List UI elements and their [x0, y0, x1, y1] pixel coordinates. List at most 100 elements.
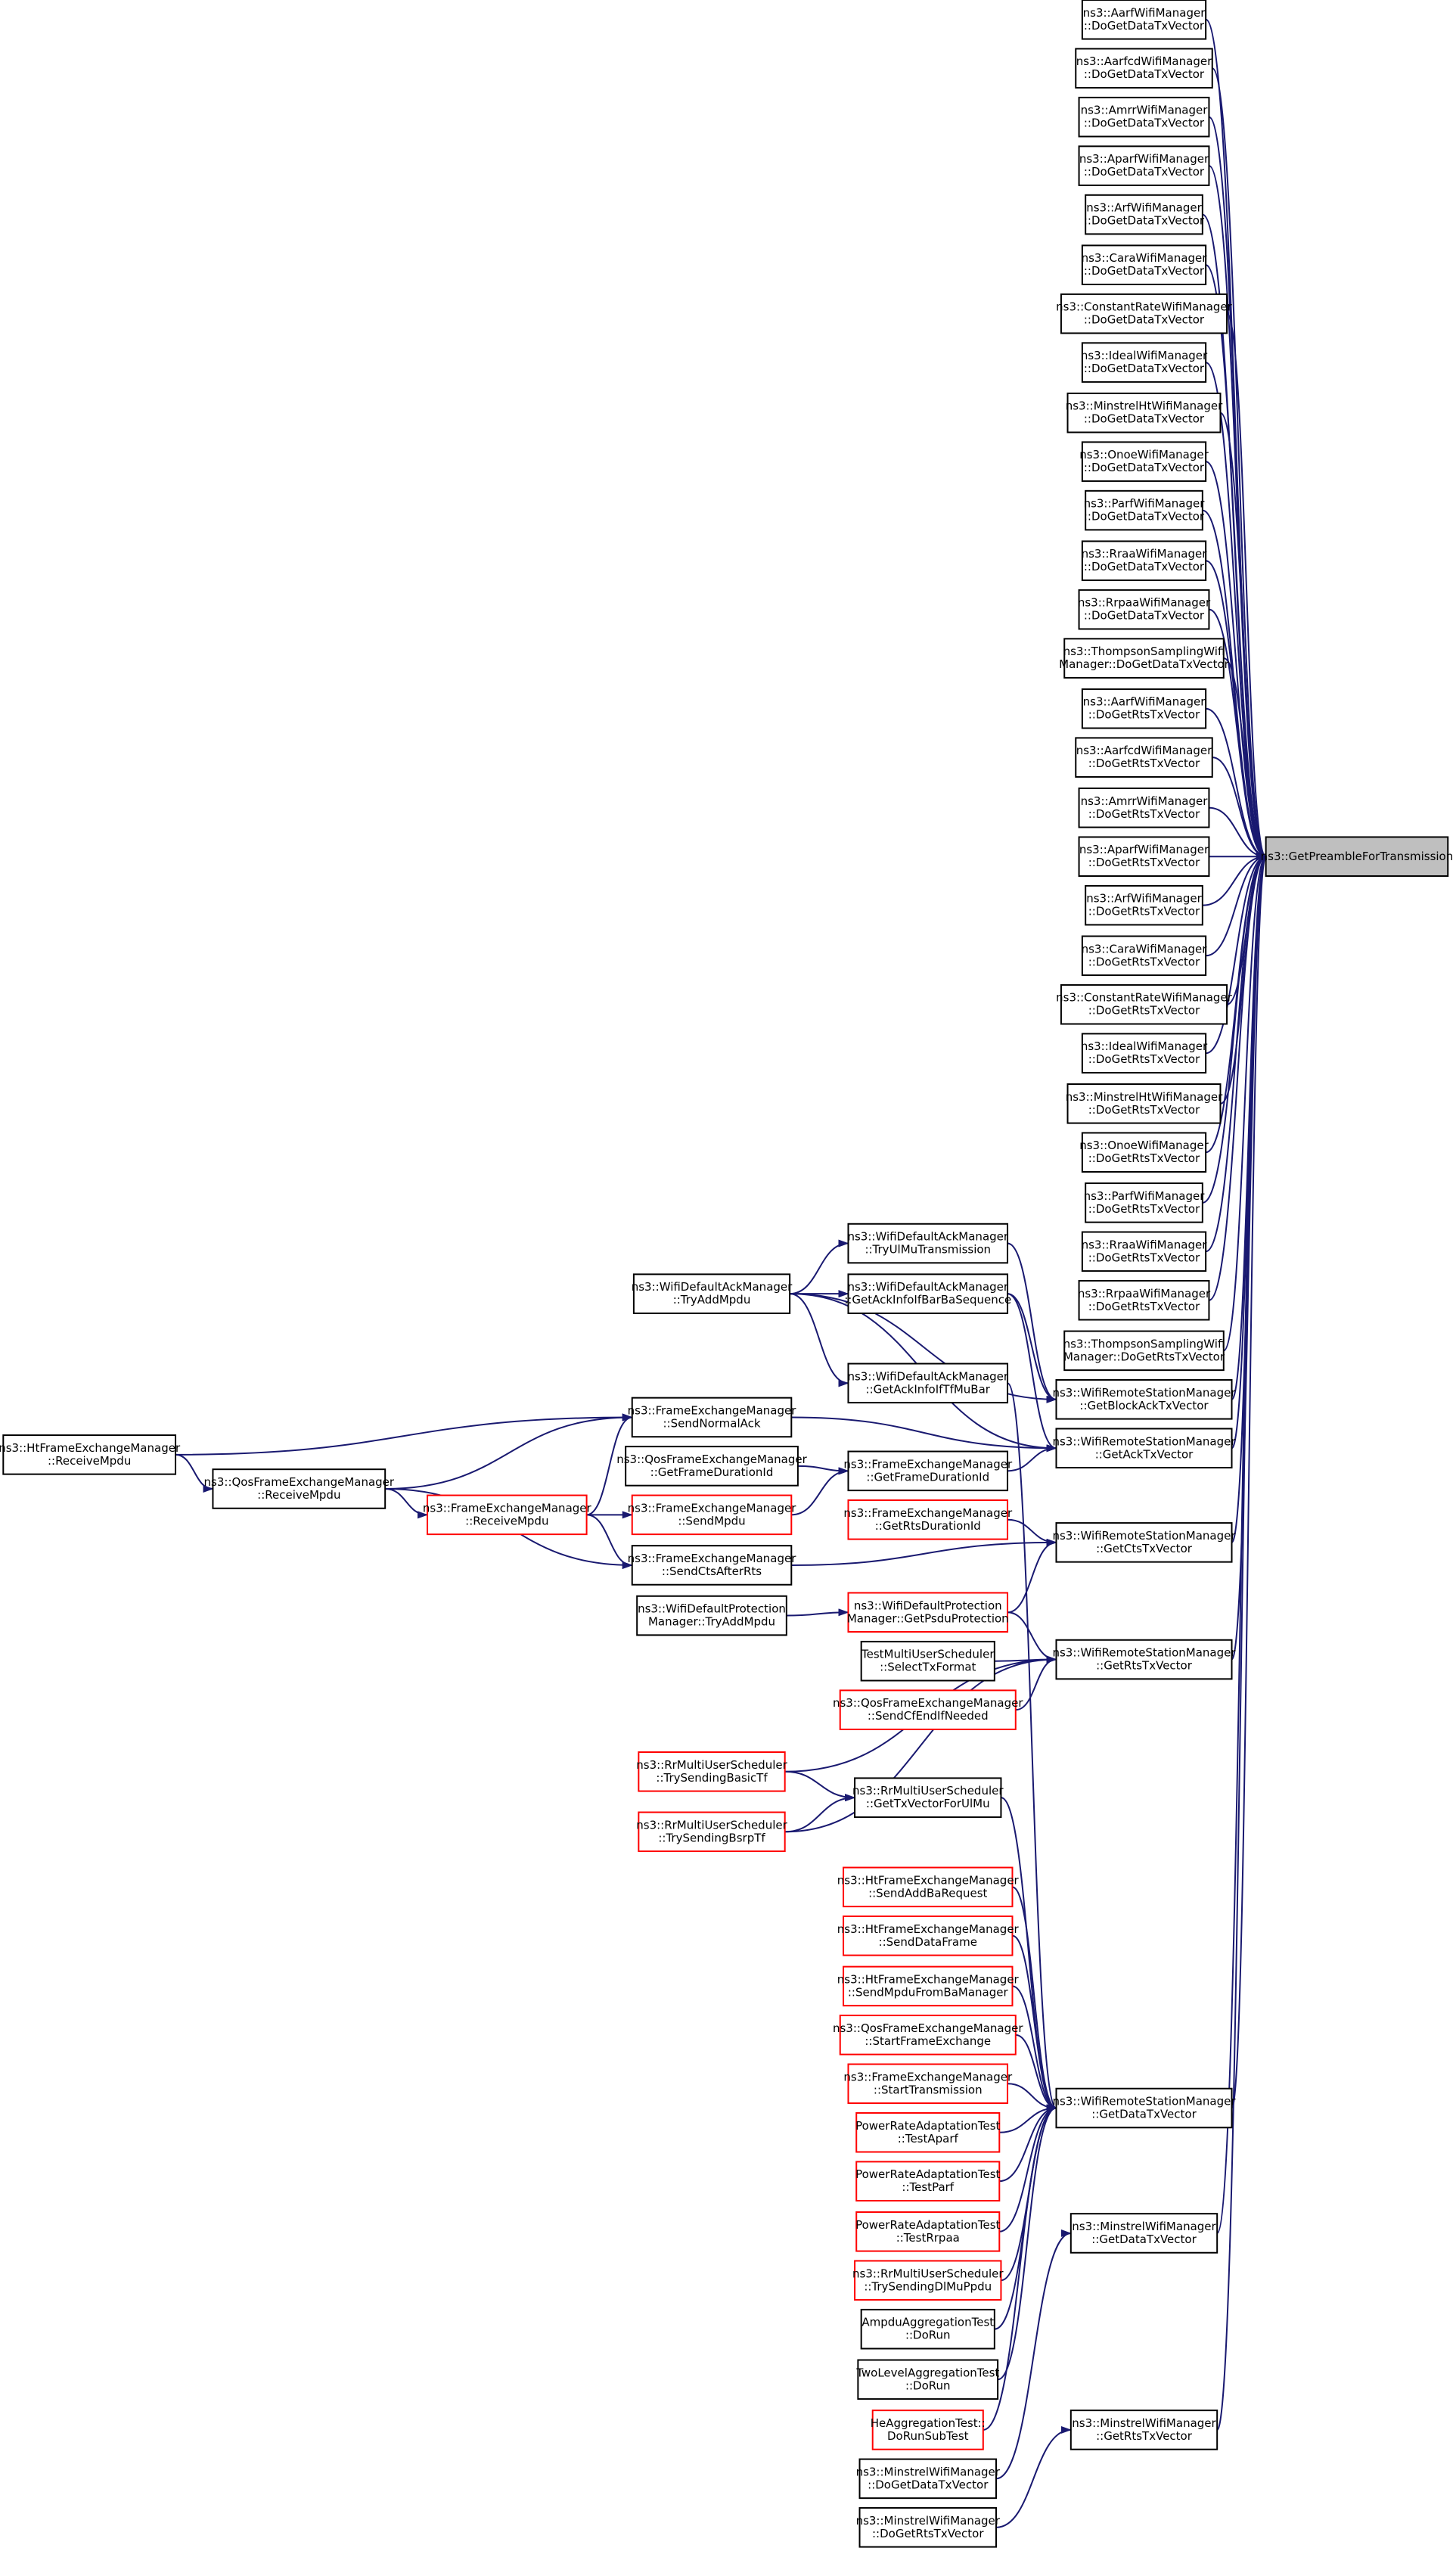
node-box: [1081, 1132, 1207, 1173]
edge-wdp_getpsdu-to-wrsm_rts: [1007, 1611, 1057, 1664]
node-prat-rrpaa[interactable]: PowerRateAdaptationTest::TestRrpaa: [855, 2211, 1001, 2252]
node-rraa-data[interactable]: ns3::RraaWifiManager::DoGetDataTxVector: [1082, 540, 1208, 581]
node-box: [860, 1640, 995, 1682]
node-label-line: ns3::GetPreambleForTransmission: [1261, 850, 1454, 863]
node-label-line: ::ReceiveMpdu: [465, 1514, 548, 1527]
node-htfem-addba[interactable]: ns3::HtFrameExchangeManager::SendAddBaRe…: [837, 1866, 1020, 1908]
node-twolevel-run[interactable]: TwoLevelAggregationTest::DoRun: [855, 2359, 999, 2400]
edge-wdam_getack-to-wrsm_blockack: [1007, 1293, 1057, 1403]
node-htfem-senddata[interactable]: ns3::HtFrameExchangeManager::SendDataFra…: [837, 1916, 1020, 1956]
node-fem-receive[interactable]: ns3::FrameExchangeManager::ReceiveMpdu: [423, 1494, 592, 1536]
node-qfem-start[interactable]: ns3::QosFrameExchangeManager::StartFrame…: [833, 2015, 1023, 2055]
node-cara-rts[interactable]: ns3::CaraWifiManager::DoGetRtsTxVector: [1082, 935, 1208, 977]
node-wrsm-cts[interactable]: ns3::WifiRemoteStationManager::GetCtsTxV…: [1052, 1522, 1236, 1563]
node-htfem-receive[interactable]: ns3::HtFrameExchangeManager::ReceiveMpdu: [0, 1434, 181, 1475]
edge-rrmus_bsrp-to-wrsm_rts: [784, 1655, 1057, 1833]
node-heagg-run[interactable]: HeAggregationTest::DoRunSubTest: [871, 2410, 986, 2450]
node-thompson-data[interactable]: ns3::ThompsonSamplingWifiManager::DoGetD…: [1059, 638, 1230, 679]
node-wdp-getpsdu[interactable]: ns3::WifiDefaultProtectionManager::GetPs…: [847, 1592, 1009, 1633]
edge-fem_receive-to-fem_sendcts: [586, 1514, 633, 1569]
node-minstrelht-data[interactable]: ns3::MinstrelHtWifiManager::DoGetDataTxV…: [1066, 392, 1223, 433]
node-constant-rts[interactable]: ns3::ConstantRateWifiManager::DoGetRtsTx…: [1056, 983, 1233, 1025]
node-label-line: ns3::FrameExchangeManager: [843, 2070, 1013, 2083]
node-aparf-rts[interactable]: ns3::AparfWifiManager::DoGetRtsTxVector: [1078, 836, 1210, 878]
node-ideal-data[interactable]: ns3::IdealWifiManager::DoGetDataTxVector: [1081, 342, 1208, 383]
node-minstrel-dodata[interactable]: ns3::MinstrelWifiManager::DoGetDataTxVec…: [856, 2458, 1001, 2500]
node-box: [625, 1446, 799, 1487]
node-box: [1066, 392, 1222, 433]
node-rrmus-bsrp[interactable]: ns3::RrMultiUserScheduler::TrySendingBsr…: [636, 1811, 788, 1853]
node-minstrel-rts[interactable]: ns3::MinstrelWifiManager::GetRtsTxVector: [1069, 2410, 1219, 2450]
node-fem-getrts[interactable]: ns3::FrameExchangeManager::GetRtsDuratio…: [843, 1499, 1013, 1540]
node-label-line: PowerRateAdaptationTest: [855, 2218, 1000, 2232]
node-box: [858, 2458, 997, 2500]
node-prat-parf[interactable]: PowerRateAdaptationTest::TestParf: [855, 2161, 1001, 2201]
node-label-line: ns3::MinstrelWifiManager: [1072, 2416, 1216, 2430]
node-constant-data[interactable]: ns3::ConstantRateWifiManager::DoGetDataT…: [1056, 293, 1233, 334]
node-wrsm-data[interactable]: ns3::WifiRemoteStationManager::GetDataTx…: [1052, 2087, 1236, 2129]
node-wdam-ulmu[interactable]: ns3::WifiDefaultAckManager::TryUlMuTrans…: [847, 1223, 1009, 1264]
node-wdam-getack[interactable]: ns3::WifiDefaultAckManager::GetAckInfoIf…: [844, 1273, 1011, 1314]
node-label-line: ::TestParf: [902, 2180, 954, 2194]
node-ampdu-run[interactable]: AmpduAggregationTest::DoRun: [860, 2308, 995, 2350]
node-rraa-rts[interactable]: ns3::RraaWifiManager::DoGetRtsTxVector: [1082, 1231, 1208, 1272]
node-minstrel-data[interactable]: ns3::MinstrelWifiManager::GetDataTxVecto…: [1069, 2213, 1219, 2254]
node-prat-aparf[interactable]: PowerRateAdaptationTest::TestAparf: [855, 2111, 1001, 2153]
node-rrmus-gettx[interactable]: ns3::RrMultiUserScheduler::GetTxVectorFo…: [852, 1777, 1004, 1818]
node-qfem-receive[interactable]: ns3::QosFrameExchangeManager::ReceiveMpd…: [204, 1468, 395, 1509]
node-rrpaa-data[interactable]: ns3::RrpaaWifiManager::DoGetDataTxVector: [1078, 589, 1211, 630]
node-fem-sendnormal[interactable]: ns3::FrameExchangeManager::SendNormalAck: [628, 1397, 797, 1438]
node-minstrelht-rts[interactable]: ns3::MinstrelHtWifiManager::DoGetRtsTxVe…: [1066, 1083, 1223, 1124]
node-rrmus-basic[interactable]: ns3::RrMultiUserScheduler::TrySendingBas…: [636, 1751, 788, 1792]
node-wdam-tryadd[interactable]: ns3::WifiDefaultAckManager::TryAddMpdu: [632, 1273, 793, 1314]
node-wrsm-rts[interactable]: ns3::WifiRemoteStationManager::GetRtsTxV…: [1052, 1639, 1236, 1680]
node-aarfcd-data[interactable]: ns3::AarfcdWifiManager::DoGetDataTxVecto…: [1075, 48, 1213, 89]
node-rrmus-dlmu[interactable]: ns3::RrMultiUserScheduler::TrySendingDlM…: [852, 2260, 1004, 2301]
node-arf-rts[interactable]: ns3::ArfWifiManager::DoGetRtsTxVector: [1085, 884, 1203, 926]
node-label-line: ::DoGetRtsTxVector: [872, 2527, 984, 2540]
node-label-line: ns3::FrameExchangeManager: [628, 1403, 797, 1417]
node-parf-data[interactable]: ns3::ParfWifiManager::DoGetDataTxVector: [1084, 489, 1206, 531]
edge-fem_sendnormal-to-wrsm_ack: [791, 1416, 1057, 1453]
node-arf-data[interactable]: ns3::ArfWifiManager::DoGetDataTxVector: [1084, 194, 1205, 235]
node-label-line: ::DoGetRtsTxVector: [1088, 757, 1200, 770]
node-parf-rts[interactable]: ns3::ParfWifiManager::DoGetRtsTxVector: [1084, 1182, 1206, 1223]
node-aarf-data[interactable]: ns3::AarfWifiManager::DoGetDataTxVector: [1081, 0, 1207, 40]
node-box: [631, 1494, 793, 1536]
node-label-line: TestMultiUserScheduler: [861, 1648, 995, 1661]
node-wdam-tfmubar[interactable]: ns3::WifiDefaultAckManager::GetAckInfoIf…: [847, 1363, 1009, 1404]
node-fem-getframe[interactable]: ns3::FrameExchangeManager::GetFrameDurat…: [843, 1450, 1013, 1492]
node-tmus-select[interactable]: TestMultiUserScheduler::SelectTxFormat: [860, 1640, 995, 1682]
node-label-line: ::ReceiveMpdu: [48, 1454, 131, 1468]
node-fem-sendmpdu[interactable]: ns3::FrameExchangeManager::SendMpdu: [628, 1494, 797, 1536]
node-wrsm-ack[interactable]: ns3::WifiRemoteStationManager::GetAckTxV…: [1052, 1428, 1236, 1469]
node-ideal-rts[interactable]: ns3::IdealWifiManager::DoGetRtsTxVector: [1081, 1033, 1208, 1074]
edge-thompson_data-to-target: [1223, 657, 1267, 861]
node-minstrel-dorts[interactable]: ns3::MinstrelWifiManager::DoGetRtsTxVect…: [856, 2507, 1001, 2548]
node-rrpaa-rts[interactable]: ns3::RrpaaWifiManager::DoGetRtsTxVector: [1078, 1279, 1211, 1321]
node-aarf-rts[interactable]: ns3::AarfWifiManager::DoGetRtsTxVector: [1081, 688, 1207, 729]
node-amrr-data[interactable]: ns3::AmrrWifiManager::DoGetDataTxVector: [1078, 96, 1210, 138]
node-htfem-sendmpdu[interactable]: ns3::HtFrameExchangeManager::SendMpduFro…: [837, 1965, 1020, 2007]
node-amrr-rts[interactable]: ns3::AmrrWifiManager::DoGetRtsTxVector: [1078, 787, 1210, 828]
node-fem-sendcts[interactable]: ns3::FrameExchangeManager::SendCtsAfterR…: [628, 1545, 797, 1586]
node-cara-data[interactable]: ns3::CaraWifiManager::DoGetDataTxVector: [1082, 244, 1208, 285]
node-label-line: ::DoGetDataTxVector: [1084, 214, 1205, 228]
node-thompson-rts[interactable]: ns3::ThompsonSamplingWifiManager::DoGetR…: [1063, 1330, 1225, 1372]
node-wdp-tryadd[interactable]: ns3::WifiDefaultProtectionManager::TryAd…: [636, 1595, 787, 1636]
node-label-line: ::DoGetDataTxVector: [1084, 117, 1205, 130]
node-aarfcd-rts[interactable]: ns3::AarfcdWifiManager::DoGetRtsTxVector: [1075, 737, 1213, 778]
node-aparf-data[interactable]: ns3::AparfWifiManager::DoGetDataTxVector: [1078, 145, 1210, 186]
node-box: [1078, 836, 1210, 878]
node-onoe-rts[interactable]: ns3::OnoeWifiManager::DoGetRtsTxVector: [1079, 1132, 1209, 1173]
node-onoe-data[interactable]: ns3::OnoeWifiManager::DoGetDataTxVector: [1079, 441, 1209, 482]
node-target[interactable]: ns3::GetPreambleForTransmission: [1261, 836, 1454, 878]
node-fem-start[interactable]: ns3::FrameExchangeManager::StartTransmis…: [843, 2063, 1013, 2105]
node-qfem-getframe[interactable]: ns3::QosFrameExchangeManager::GetFrameDu…: [616, 1446, 808, 1487]
node-label-line: ::GetAckInfoIfTfMuBar: [866, 1382, 991, 1396]
node-wrsm-blockack[interactable]: ns3::WifiRemoteStationManager::GetBlockA…: [1052, 1379, 1236, 1420]
node-label-line: Manager::TryAddMpdu: [648, 1615, 775, 1629]
edge-fem_getrts-to-wrsm_cts: [1007, 1518, 1057, 1546]
node-qfem-sendcf[interactable]: ns3::QosFrameExchangeManager::SendCfEndI…: [833, 1689, 1023, 1730]
node-label-line: ::TrySendingDlMuPpdu: [864, 2279, 992, 2293]
